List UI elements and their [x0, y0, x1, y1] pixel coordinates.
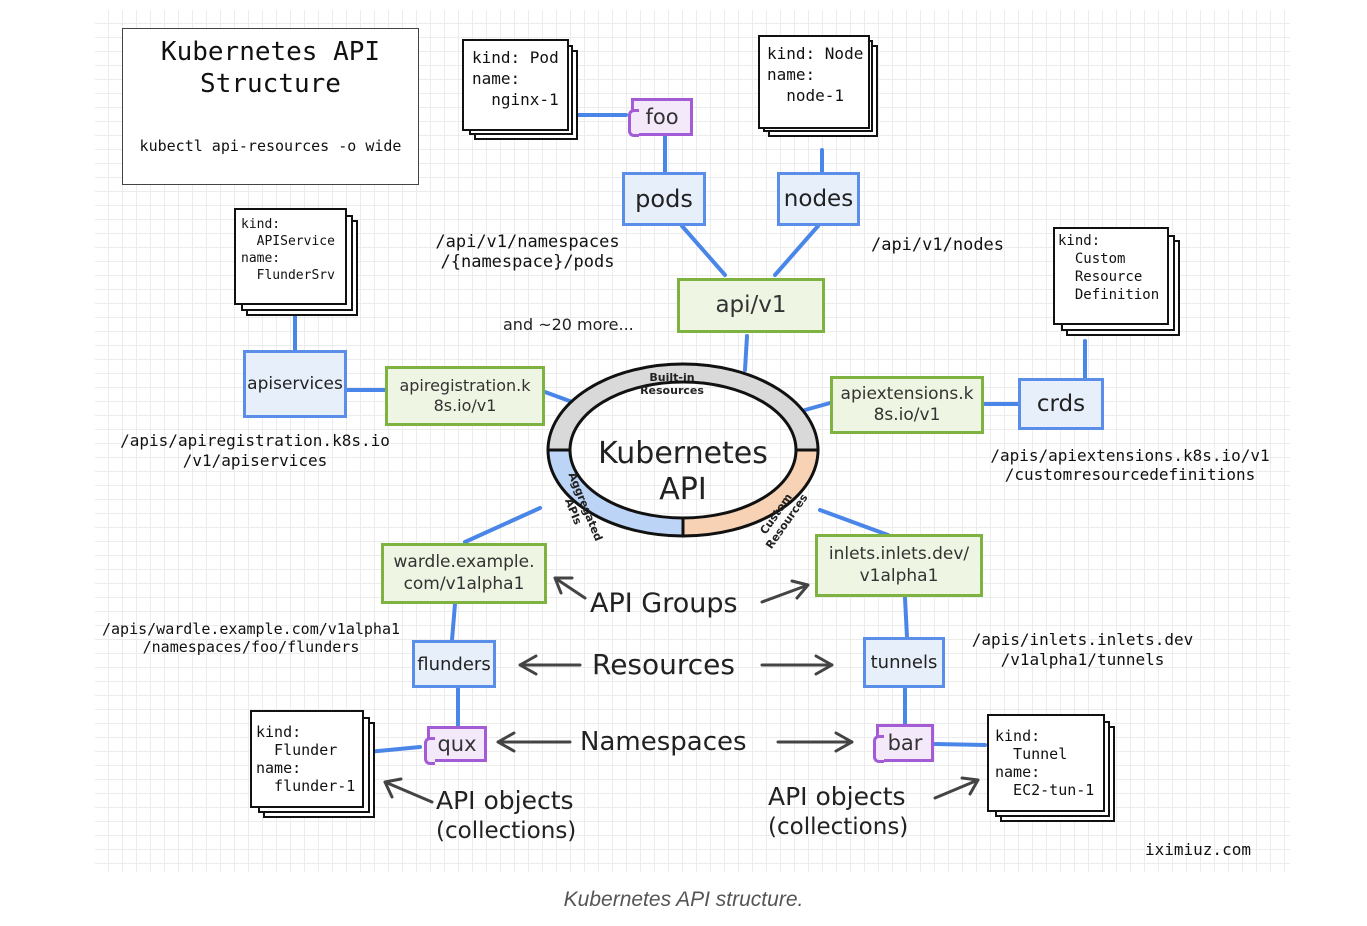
namespace-bar: bar [873, 724, 934, 763]
connector [933, 742, 987, 747]
connector [903, 596, 909, 639]
kubernetes-api-ring [546, 362, 820, 538]
resource-nodes: nodes [777, 172, 860, 226]
tunnel-kind-label: kind: [995, 727, 1041, 745]
node-name-value: node-1 [767, 86, 845, 105]
tunnel-name-label: name: [995, 763, 1041, 781]
node-name-label: name: [767, 65, 816, 84]
label-namespaces: Namespaces [580, 727, 747, 757]
arrow-resources-right [760, 654, 834, 676]
resource-tunnels: tunnels [863, 637, 945, 688]
connector [366, 745, 422, 754]
connector [450, 602, 457, 642]
pod-object-card: kind: Pod name: nginx-1 [462, 39, 569, 131]
label-and-more: and ~20 more... [503, 315, 634, 334]
label-api-groups: API Groups [590, 588, 738, 619]
path-pods-line1: /api/v1/namespaces [435, 232, 620, 252]
path-pods-line2: /{namespace}/pods [440, 252, 615, 272]
tunnel-name-value: EC2-tun-1 [995, 781, 1095, 799]
path-crds-line1: /apis/apiextensions.k8s.io/v1 [990, 446, 1270, 465]
path-apiservices-line2: /v1/apiservices [182, 451, 328, 470]
node-kind: kind: Node [767, 44, 864, 63]
path-flunders-line1: /apis/wardle.example.com/v1alpha1 [101, 620, 400, 638]
crd-object-card: kind: Custom Resource Definition [1053, 227, 1169, 325]
arrow-objects-right [933, 776, 980, 800]
node-object-card: kind: Node name: node-1 [758, 35, 870, 129]
ring-label-builtin-1: Built-in [649, 371, 694, 384]
connector [818, 508, 890, 537]
kubernetes-api-center-line2: API [659, 472, 707, 507]
crd-kind-label: kind: [1058, 233, 1101, 249]
connector [803, 401, 832, 412]
apiservice-name-label: name: [241, 251, 281, 266]
path-flunders-line2: /namespaces/foo/flunders [142, 638, 360, 656]
crd-kind-line2: Custom [1058, 251, 1126, 267]
group-wardle-label: wardle.example.com/v1alpha1 [393, 552, 535, 594]
group-core-v1: api/v1 [677, 278, 825, 333]
flunder-kind-value: Flunder [256, 741, 338, 759]
resource-crds: crds [1018, 378, 1104, 430]
path-tunnels-line2: /v1alpha1/tunnels [1000, 650, 1165, 669]
group-apiextensions: apiextensions.k8s.io/v1 [830, 376, 984, 434]
group-apiregistration-label: apiregistration.k8s.io/v1 [399, 376, 531, 415]
resource-apiservices: apiservices [243, 350, 347, 418]
apiservice-kind-value: APIService [241, 234, 335, 249]
connector [680, 224, 727, 277]
ring-segment-custom [681, 448, 820, 538]
namespace-qux: qux [424, 726, 487, 765]
arrow-resources-left [518, 654, 582, 676]
label-api-objects-left-line2: (collections) [436, 818, 577, 844]
group-apiextensions-label: apiextensions.k8s.io/v1 [840, 383, 974, 425]
flunder-name-value: flunder-1 [256, 777, 356, 795]
group-apiregistration: apiregistration.k8s.io/v1 [385, 366, 545, 426]
arrow-objects-left [383, 777, 434, 804]
title-box: Kubernetes API Structure kubectl api-res… [122, 28, 419, 185]
label-resources: Resources [592, 648, 735, 681]
group-inlets: inlets.inlets.dev/v1alpha1 [815, 534, 983, 597]
pod-name-value: nginx-1 [472, 90, 559, 109]
apiservice-kind-label: kind: [241, 217, 281, 232]
ring-label-builtin-2: Resources [640, 384, 704, 397]
resource-flunders: flunders [412, 640, 496, 688]
title-heading-line2: Structure [200, 69, 341, 99]
pod-kind: kind: Pod [472, 48, 559, 67]
path-crds-line2: /customresourcedefinitions [1004, 465, 1256, 484]
path-nodes: /api/v1/nodes [870, 235, 1005, 255]
apiservice-object-card: kind: APIService name: FlunderSrv [234, 208, 347, 305]
flunder-object-card: kind: Flunder name: flunder-1 [250, 710, 364, 808]
title-heading-line1: Kubernetes API [160, 37, 381, 67]
connector [743, 334, 749, 372]
apiservice-name-value: FlunderSrv [241, 268, 335, 283]
arrow-api-groups-left [553, 576, 587, 600]
arrow-api-groups-right [760, 579, 810, 604]
flunder-kind-label: kind: [256, 723, 302, 741]
pod-name-label: name: [472, 69, 521, 88]
figure-caption: Kubernetes API structure. [563, 888, 804, 911]
label-api-objects-left-line1: API objects [436, 786, 574, 815]
tunnel-object-card: kind: Tunnel name: EC2-tun-1 [987, 714, 1105, 812]
tunnel-kind-value: Tunnel [995, 745, 1068, 763]
path-apiservices-line1: /apis/apiregistration.k8s.io [120, 431, 390, 450]
title-command: kubectl api-resources -o wide [139, 137, 402, 155]
credit-label: iximiuz.com [1145, 840, 1251, 859]
arrow-namespaces-left [496, 731, 572, 753]
crd-kind-line3: Resource [1058, 269, 1143, 285]
crd-kind-line4: Definition [1058, 287, 1160, 303]
arrow-namespaces-right [776, 731, 854, 753]
namespace-foo: foo [628, 98, 693, 137]
path-tunnels-line1: /apis/inlets.inlets.dev [971, 630, 1194, 649]
flunder-name-label: name: [256, 759, 302, 777]
group-wardle: wardle.example.com/v1alpha1 [381, 543, 547, 604]
group-inlets-label: inlets.inlets.dev/v1alpha1 [828, 544, 970, 586]
connector [773, 224, 820, 277]
label-api-objects-right-line2: (collections) [768, 814, 909, 840]
resource-pods: pods [622, 172, 706, 226]
label-api-objects-right-line1: API objects [768, 782, 906, 811]
kubernetes-api-center-line1: Kubernetes [598, 436, 768, 471]
connector [463, 506, 542, 544]
